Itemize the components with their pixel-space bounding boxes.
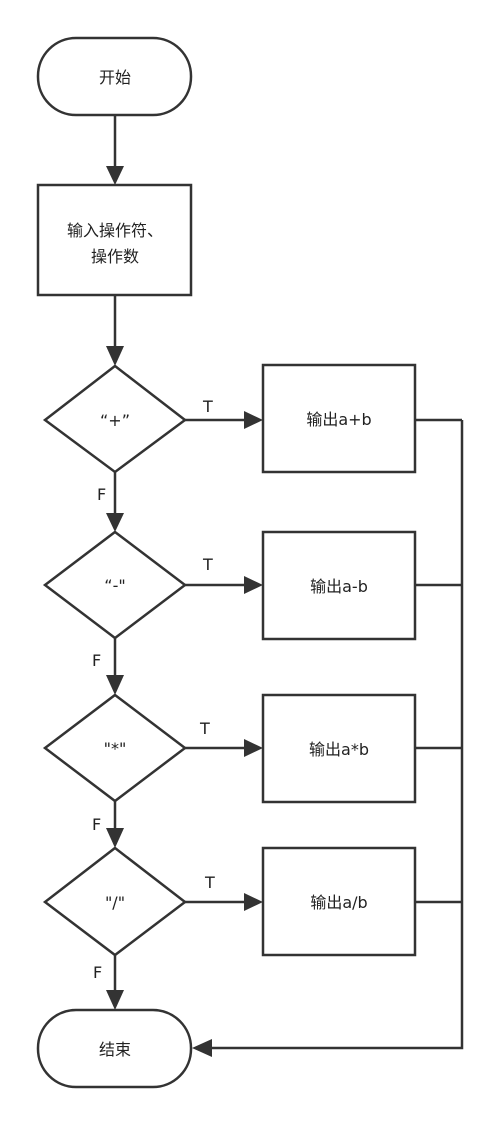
input-label-line-2: 操作数 [91,247,139,266]
true-label-plus: T [202,397,213,416]
decision-minus [42,530,188,640]
false-label-minus: F [92,651,101,670]
decision-divide-label: "/" [105,893,125,912]
arrowhead-decision-2 [106,513,124,532]
nodes: 开始 输入操作符、 操作数 “+” “-" "*" "/" 输出a+b 输出a-… [36,36,417,1089]
true-label-multiply: T [199,719,210,738]
output-box-divide [261,846,417,957]
output-box-minus [261,530,417,641]
start-terminal [36,36,193,117]
input-label-line-1: 输入操作符、 [67,221,163,240]
input-process-box [36,183,193,297]
arrowhead-input [106,166,124,185]
true-label-divide: T [204,873,215,892]
edge-merge-to-end [210,420,464,1050]
end-terminal [36,1008,193,1089]
arrowhead-decision-4 [106,828,124,848]
decision-minus-label: “-" [104,576,125,595]
arrowhead-decision-1 [106,346,124,366]
arrowhead-output-2 [244,576,263,594]
false-label-divide: F [93,963,102,982]
decision-plus-label: “+” [100,411,130,430]
output-box-multiply [261,693,417,804]
decision-multiply [42,693,188,803]
output-label-minus: 输出a-b [310,577,368,596]
output-label-plus: 输出a+b [306,410,371,429]
arrowhead-output-3 [244,739,263,757]
output-label-multiply: 输出a*b [309,740,369,759]
arrowhead-output-4 [244,893,263,911]
arrowhead-output-1 [244,411,263,429]
arrowhead-end [106,990,124,1010]
edge-labels: T T T T F F F F [92,397,215,982]
arrowhead-decision-3 [106,675,124,695]
end-label: 结束 [99,1040,131,1059]
arrowhead-merge-end [192,1039,212,1057]
false-label-multiply: F [92,815,101,834]
output-box-plus [261,363,417,474]
false-label-plus: F [97,485,106,504]
decision-multiply-label: "*" [104,739,127,758]
decision-plus [42,364,188,474]
decision-divide [42,846,188,957]
edges [106,115,464,1057]
start-label: 开始 [99,68,131,87]
true-label-minus: T [202,555,213,574]
output-label-divide: 输出a/b [310,893,367,912]
